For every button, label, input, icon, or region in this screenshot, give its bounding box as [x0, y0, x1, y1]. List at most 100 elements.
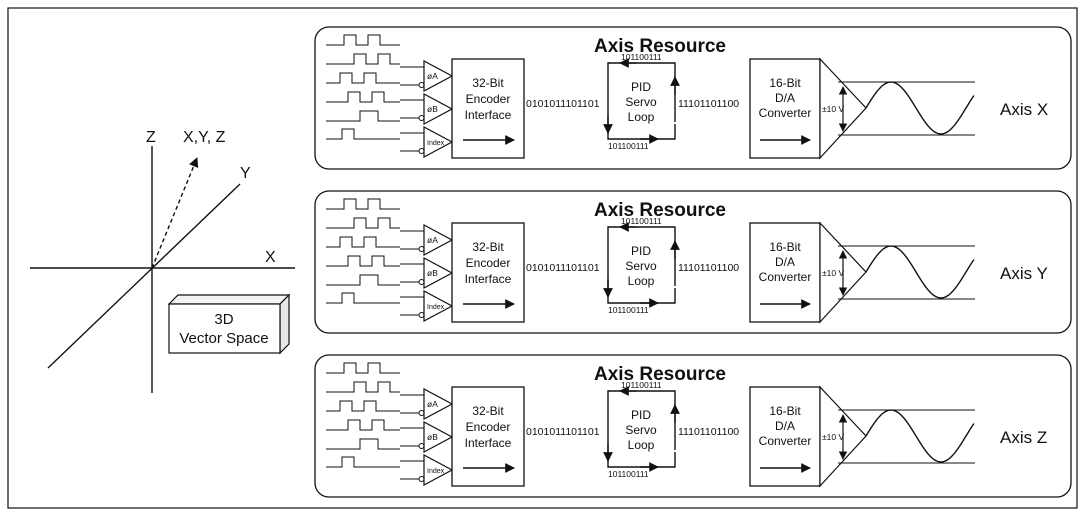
encoder-signal-wave — [326, 217, 400, 229]
encoder-signal-wave — [326, 53, 400, 65]
line-receiver-triangle — [423, 453, 454, 487]
encoder-label: 32-Bit — [472, 76, 504, 90]
encoder-output-bits: 0101011101101 — [526, 262, 600, 274]
dac-label: 16-Bit — [769, 240, 801, 254]
encoder-signal-wave — [326, 198, 400, 210]
encoder-signal-wave — [326, 236, 400, 248]
encoder-signal-wave — [326, 400, 400, 412]
axis-resource-panel: Axis Resource øA øB Index 32-BitEncoderInter… — [314, 354, 1072, 498]
output-sine-wave — [865, 81, 975, 135]
encoder-signal-wave — [326, 438, 400, 450]
pid-output-bits: 11101101100 — [678, 98, 739, 110]
vector-space: Z X,Y, Z Y X 3D Vector Space — [30, 129, 295, 393]
encoder-label: Interface — [465, 272, 512, 286]
pid-label: Servo — [625, 423, 657, 437]
line-receiver-triangle — [423, 256, 454, 290]
inverting-bubble — [418, 410, 425, 416]
pid-label: PID — [631, 80, 651, 94]
line-receiver-triangle — [423, 59, 454, 93]
encoder-signal-wave — [326, 72, 400, 84]
pid-label: Loop — [628, 274, 655, 288]
channel-label: øB — [427, 432, 438, 442]
encoder-signal-wave — [326, 274, 400, 286]
axis-label: Axis Y — [1000, 264, 1048, 283]
inverting-bubble — [418, 443, 425, 449]
dac-label: D/A — [775, 419, 795, 433]
axis-resource-panel: Axis ResourceøAøBIndex32-BitEncoderInter… — [314, 190, 1072, 334]
inverting-bubble — [418, 82, 425, 88]
dac-label: Converter — [759, 270, 812, 284]
axis-resource-title: Axis Resource — [594, 36, 726, 57]
channel-label: øA — [427, 235, 438, 245]
pid-bottom-bits: 101100111 — [608, 305, 649, 315]
encoder-output-bits: 0101011101101 — [526, 98, 600, 110]
encoder-signal-wave — [326, 419, 400, 431]
encoder-interface-box — [451, 58, 525, 159]
encoder-signal-wave — [326, 255, 400, 267]
pid-label: PID — [631, 244, 651, 258]
voltage-label: ±10 V — [822, 432, 844, 442]
axis-resource-title: Axis Resource — [594, 364, 726, 385]
line-receiver-triangle — [423, 92, 454, 126]
pid-label: PID — [631, 408, 651, 422]
dac-label: Converter — [759, 106, 812, 120]
axis-resources: Axis ResourceøAøBIndex32-BitEncoderInter… — [314, 26, 1072, 498]
encoder-signal-wave — [326, 91, 400, 103]
encoder-signal-wave — [326, 362, 400, 374]
inverting-bubble — [418, 115, 425, 121]
y-axis-label: Y — [240, 165, 251, 182]
pid-top-bits: 101100111 — [621, 52, 662, 62]
pid-bottom-bits: 101100111 — [608, 469, 649, 479]
vector-space-box-line1: 3D — [214, 311, 233, 328]
encoder-signal-wave — [326, 292, 400, 304]
encoder-label: 32-Bit — [472, 240, 504, 254]
vector-label: X,Y, Z — [183, 129, 226, 146]
outer-frame — [7, 7, 1078, 509]
pid-label: Servo — [625, 259, 657, 273]
encoder-label: Encoder — [466, 420, 511, 434]
dac-label: Converter — [759, 434, 812, 448]
line-receiver-triangle — [423, 420, 454, 454]
pid-label: Loop — [628, 438, 655, 452]
channel-label: Index — [427, 468, 445, 475]
voltage-label: ±10 V — [822, 268, 844, 278]
inverting-bubble — [418, 279, 425, 285]
output-sine-wave — [865, 409, 975, 463]
pid-bottom-bits: 101100111 — [608, 141, 649, 151]
vector-space-box-line2: Vector Space — [179, 330, 268, 347]
channel-label: øB — [427, 268, 438, 278]
line-receiver-triangle — [423, 289, 454, 323]
resultant-vector-arrow — [151, 157, 199, 269]
pid-output-bits: 11101101100 — [678, 262, 739, 274]
channel-label: øA — [427, 399, 438, 409]
encoder-signal-wave — [326, 381, 400, 393]
pid-output-bits: 11101101100 — [678, 426, 739, 438]
axis-label: Axis Z — [1000, 428, 1047, 447]
axis-resource-title: Axis Resource — [594, 200, 726, 221]
encoder-label: Interface — [465, 436, 512, 450]
encoder-signal-wave — [326, 34, 400, 46]
encoder-signal-wave — [326, 456, 400, 468]
channel-label: øB — [427, 104, 438, 114]
inverting-bubble — [418, 148, 425, 154]
dac-label: 16-Bit — [769, 76, 801, 90]
inverting-bubble — [418, 246, 425, 252]
axis-resource-panel: Axis ResourceøAøBIndex32-BitEncoderInter… — [314, 26, 1072, 170]
pid-loop-outline — [607, 62, 676, 140]
z-axis-label: Z — [146, 129, 156, 146]
pid-label: Servo — [625, 95, 657, 109]
line-receiver-triangle — [423, 223, 454, 257]
dac-label: D/A — [775, 255, 795, 269]
encoder-label: 32-Bit — [472, 404, 504, 418]
channel-label: øA — [427, 71, 438, 81]
inverting-bubble — [418, 476, 425, 482]
encoder-signal-wave — [326, 128, 400, 140]
vector-space-box: 3D Vector Space — [167, 293, 291, 355]
line-receiver-triangle — [423, 387, 454, 421]
pid-loop-outline — [607, 390, 676, 468]
line-receiver-triangle — [423, 125, 454, 159]
channel-label: Index — [427, 304, 445, 311]
encoder-label: Encoder — [466, 92, 511, 106]
pid-label: Loop — [628, 110, 655, 124]
